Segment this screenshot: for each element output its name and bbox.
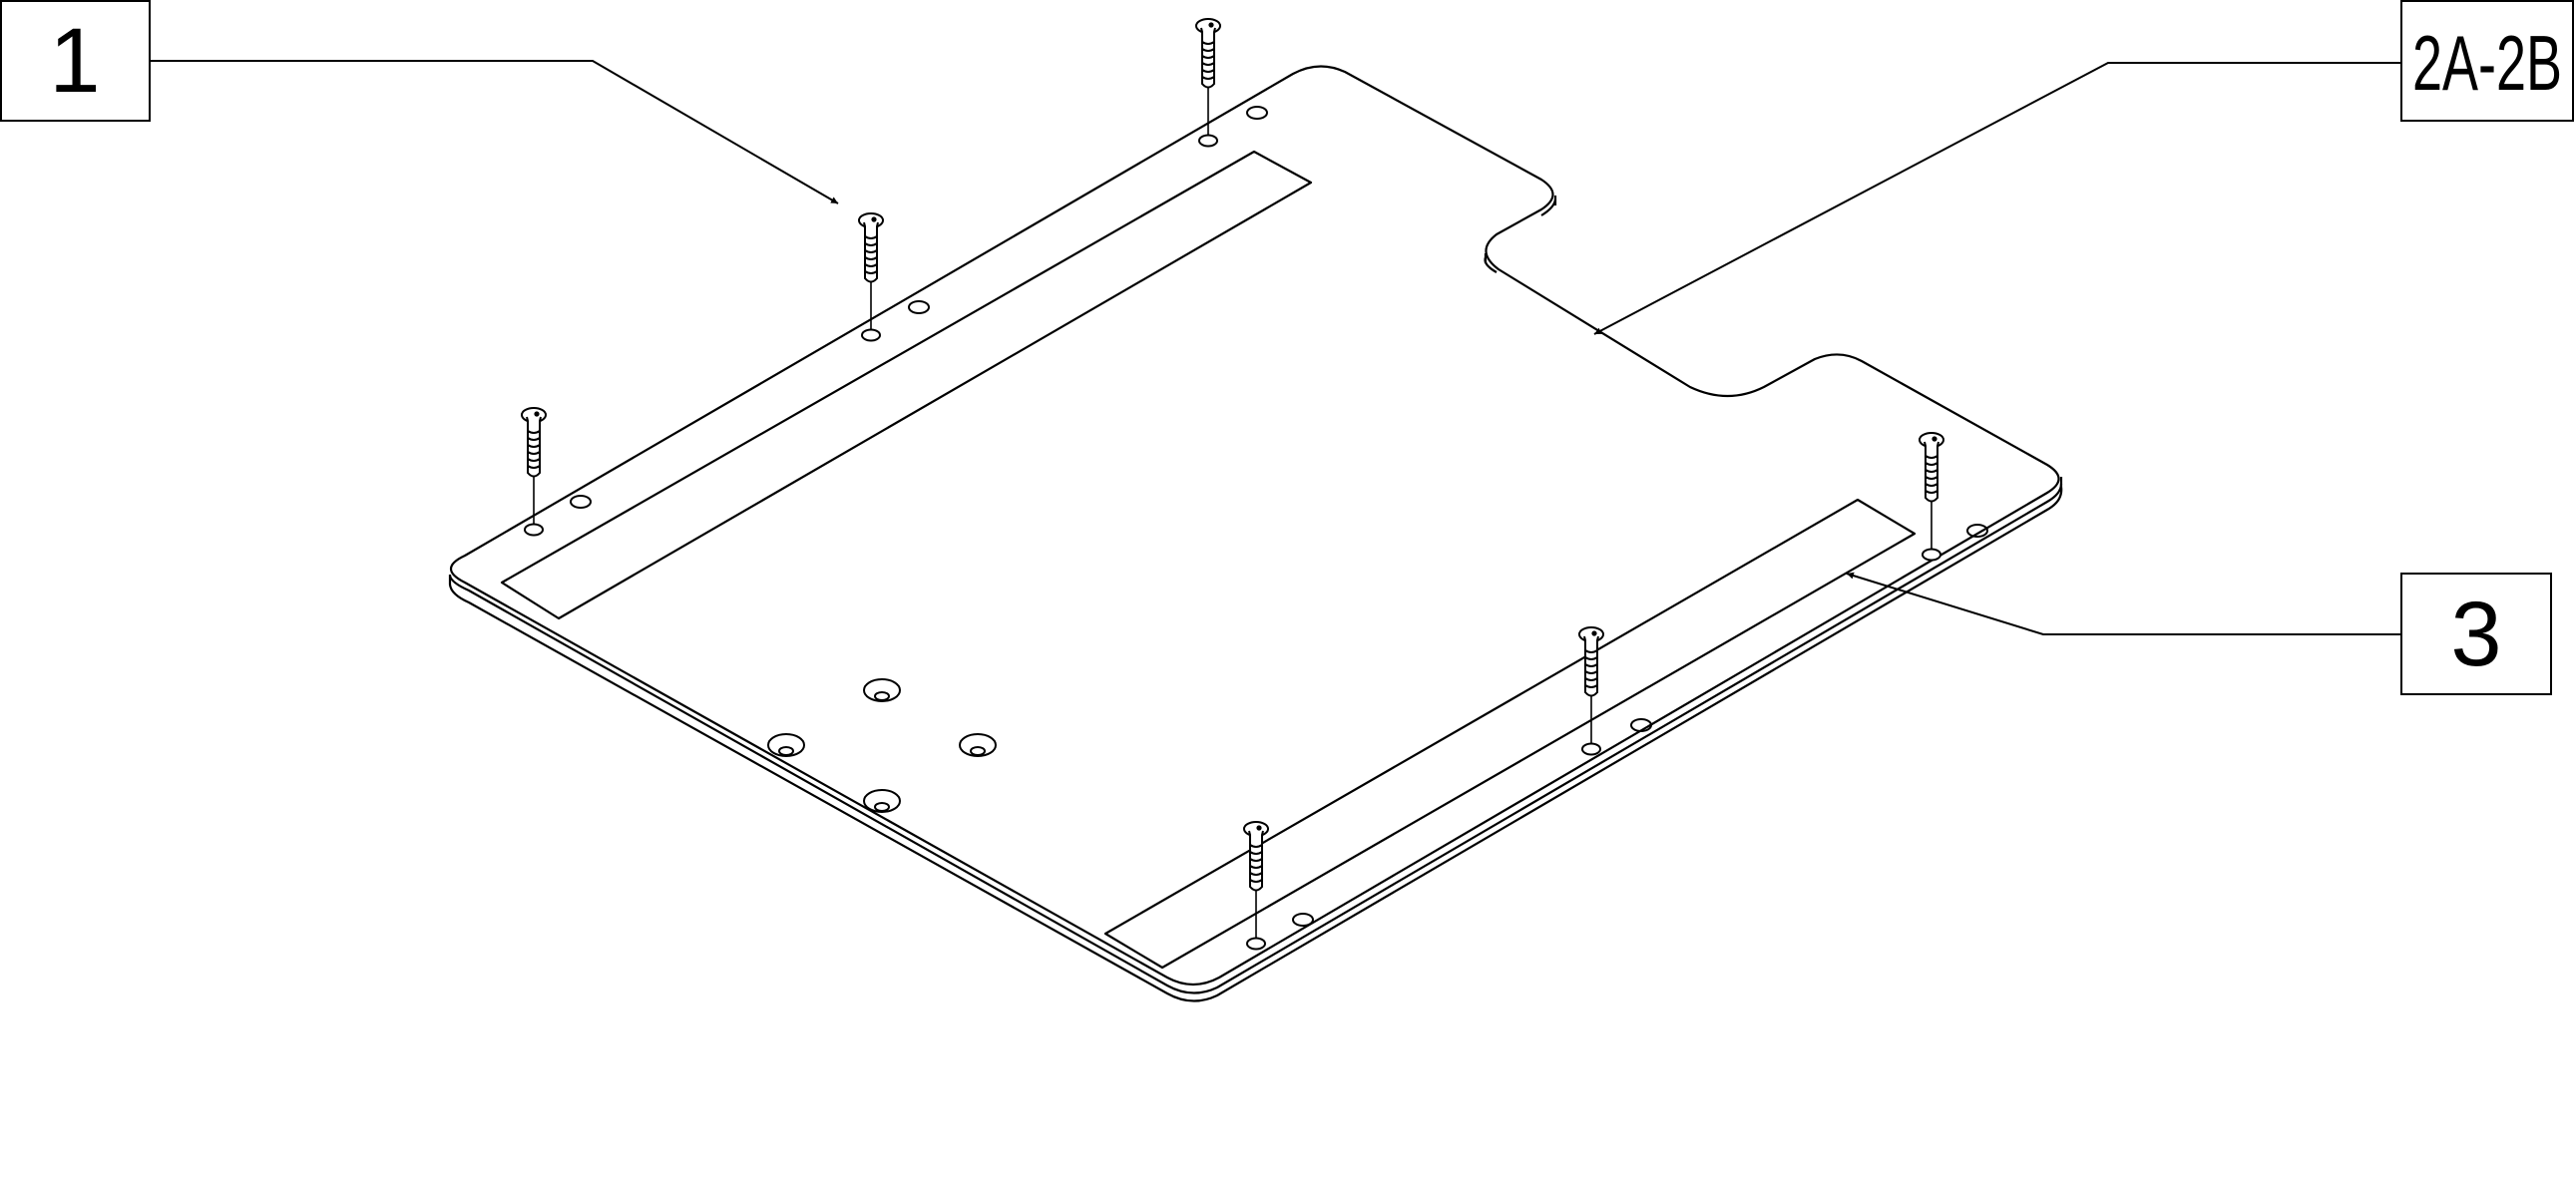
seat-plate bbox=[448, 65, 2063, 1002]
plate-corner-rim bbox=[1540, 198, 1557, 216]
plate-bottom-edge bbox=[448, 477, 2063, 1002]
callout-box-2a-2b: 2A-2B bbox=[2400, 0, 2574, 122]
callout-box-1: 1 bbox=[0, 0, 151, 122]
plate-notch-rim bbox=[1484, 256, 1498, 273]
callout-label-3: 3 bbox=[2450, 584, 2501, 685]
right-slide-strip bbox=[1103, 498, 1917, 970]
screws bbox=[521, 18, 1944, 951]
plate-holes bbox=[570, 106, 1988, 927]
callout-leaders bbox=[150, 60, 2401, 635]
plate-top-face bbox=[449, 65, 2060, 986]
callout-label-1: 1 bbox=[49, 10, 100, 112]
left-slide-strip bbox=[500, 150, 1313, 620]
plate-rim-line bbox=[448, 483, 2063, 994]
screw bbox=[1243, 821, 1269, 951]
callout-box-3: 3 bbox=[2400, 573, 2552, 695]
mounting-holes bbox=[767, 678, 997, 813]
leader-2a-2b bbox=[1593, 62, 2401, 335]
leader-3 bbox=[1846, 572, 2401, 635]
screw bbox=[521, 407, 547, 537]
screw bbox=[1578, 626, 1604, 756]
screw bbox=[1919, 432, 1944, 562]
callout-label-2a-2b: 2A-2B bbox=[2412, 19, 2562, 107]
callout-box-1-frame bbox=[0, 0, 151, 122]
callout-box-3-frame bbox=[2400, 573, 2552, 695]
screw bbox=[858, 212, 884, 342]
screw bbox=[1195, 18, 1221, 148]
leader-1 bbox=[150, 60, 839, 204]
callout-box-2a-2b-frame bbox=[2400, 0, 2574, 122]
